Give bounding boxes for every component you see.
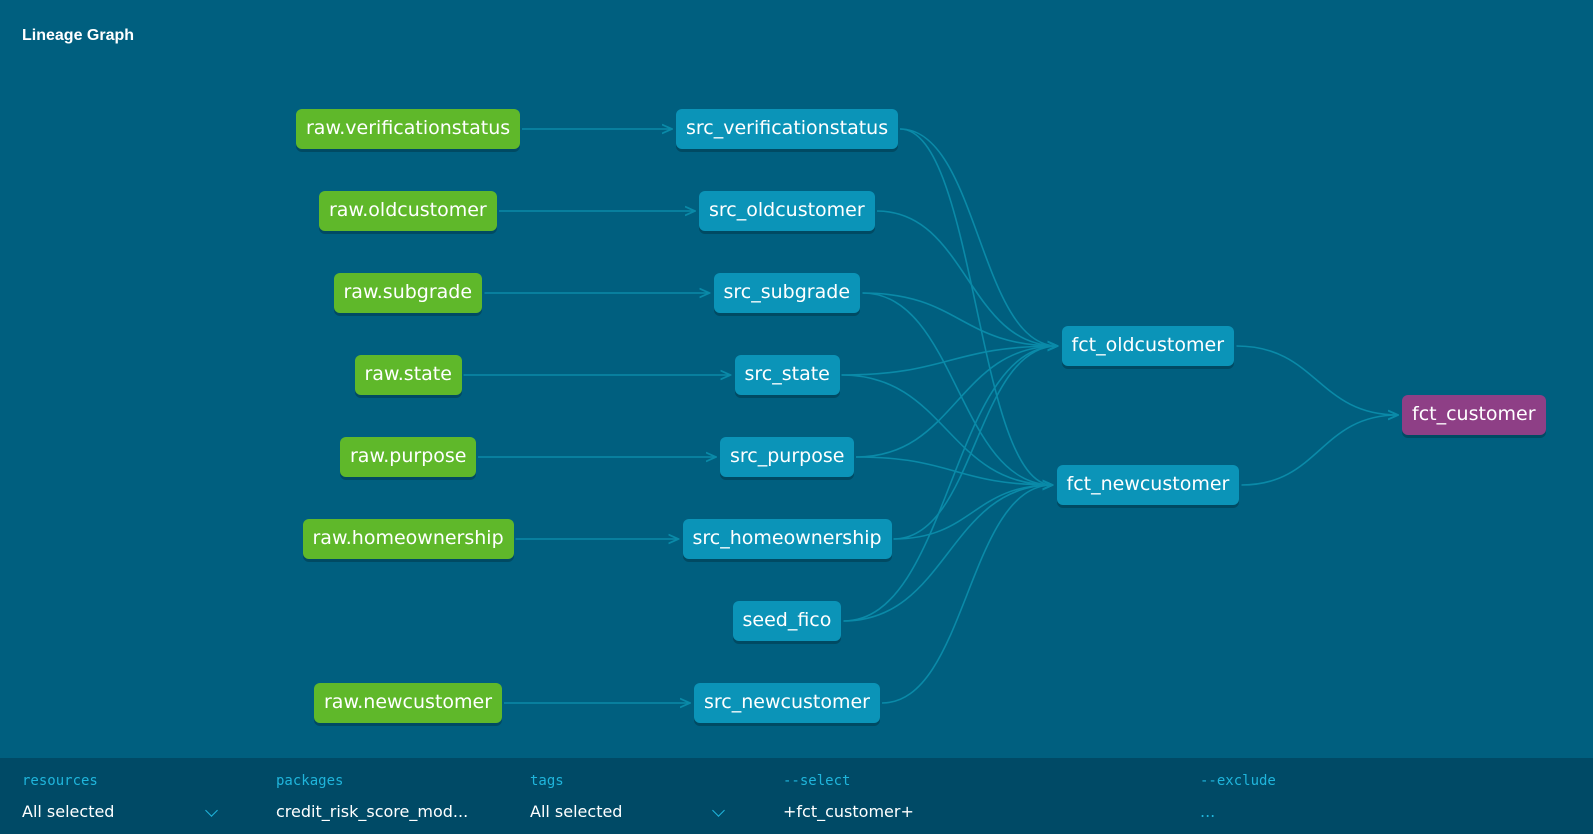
edge-src-subgrade-to-fct-newcustomer	[862, 292, 1053, 485]
edge-fct-newcustomer-to-fct-customer	[1241, 415, 1399, 486]
tags-label: tags	[530, 773, 564, 789]
edge-layer	[463, 128, 1399, 704]
node-raw-purpose[interactable]: raw.purpose	[340, 437, 477, 477]
packages-label: packages	[276, 773, 344, 789]
filter-bar: resources All selected packages credit_r…	[0, 758, 1593, 834]
exclude-input[interactable]: ...	[1200, 802, 1216, 821]
edge-src-homeownership-to-fct-newcustomer	[893, 485, 1053, 540]
node-raw-oldcustomer[interactable]: raw.oldcustomer	[319, 191, 497, 231]
resources-label: resources	[22, 773, 98, 789]
packages-value[interactable]: credit_risk_score_mod...	[276, 802, 469, 821]
edge-src-newcustomer-to-fct-newcustomer	[881, 485, 1053, 704]
node-raw-newcustomer[interactable]: raw.newcustomer	[314, 683, 503, 723]
edge-src-subgrade-to-fct-oldcustomer	[862, 292, 1058, 346]
node-src-verificationstatus[interactable]: src_verificationstatus	[676, 109, 899, 149]
node-fct-newcustomer[interactable]: fct_newcustomer	[1056, 465, 1240, 505]
chevron-down-icon[interactable]	[205, 804, 218, 817]
tags-value[interactable]: All selected	[530, 802, 623, 821]
node-raw-subgrade[interactable]: raw.subgrade	[333, 273, 483, 313]
node-src-subgrade[interactable]: src_subgrade	[713, 273, 861, 313]
edge-fct-oldcustomer-to-fct-customer	[1236, 345, 1399, 415]
edge-src-purpose-to-fct-newcustomer	[855, 456, 1053, 485]
page-title: Lineage Graph	[22, 27, 135, 44]
edge-src-purpose-to-fct-oldcustomer	[855, 346, 1058, 458]
node-src-newcustomer[interactable]: src_newcustomer	[694, 683, 880, 723]
resources-value[interactable]: All selected	[22, 802, 115, 821]
edge-src-state-to-fct-newcustomer	[841, 374, 1053, 485]
select-input[interactable]: +fct_customer+	[783, 802, 914, 821]
edge-src-homeownership-to-fct-oldcustomer	[893, 346, 1058, 540]
node-raw-state[interactable]: raw.state	[354, 355, 462, 395]
edge-seed-fico-to-fct-newcustomer	[843, 485, 1053, 622]
select-label: --select	[783, 773, 851, 789]
exclude-label: --exclude	[1200, 773, 1276, 789]
edge-src-verificationstatus-to-fct-newcustomer	[899, 128, 1053, 485]
node-src-state[interactable]: src_state	[734, 355, 840, 395]
edge-src-state-to-fct-oldcustomer	[841, 346, 1058, 376]
chevron-down-icon[interactable]	[712, 804, 725, 817]
edge-seed-fico-to-fct-oldcustomer	[843, 346, 1058, 622]
lineage-graph	[463, 0, 1593, 758]
node-src-oldcustomer[interactable]: src_oldcustomer	[699, 191, 875, 231]
node-src-homeownership[interactable]: src_homeownership	[682, 519, 892, 559]
node-raw-verificationstatus[interactable]: raw.verificationstatus	[296, 109, 521, 149]
node-seed-fico[interactable]: seed_fico	[732, 601, 842, 641]
node-fct-oldcustomer[interactable]: fct_oldcustomer	[1061, 326, 1235, 366]
node-raw-homeownership[interactable]: raw.homeownership	[302, 519, 514, 559]
node-fct-customer[interactable]: fct_customer	[1402, 395, 1546, 435]
edge-src-oldcustomer-to-fct-oldcustomer	[876, 210, 1058, 346]
node-src-purpose[interactable]: src_purpose	[720, 437, 855, 477]
edge-src-verificationstatus-to-fct-oldcustomer	[899, 128, 1058, 346]
